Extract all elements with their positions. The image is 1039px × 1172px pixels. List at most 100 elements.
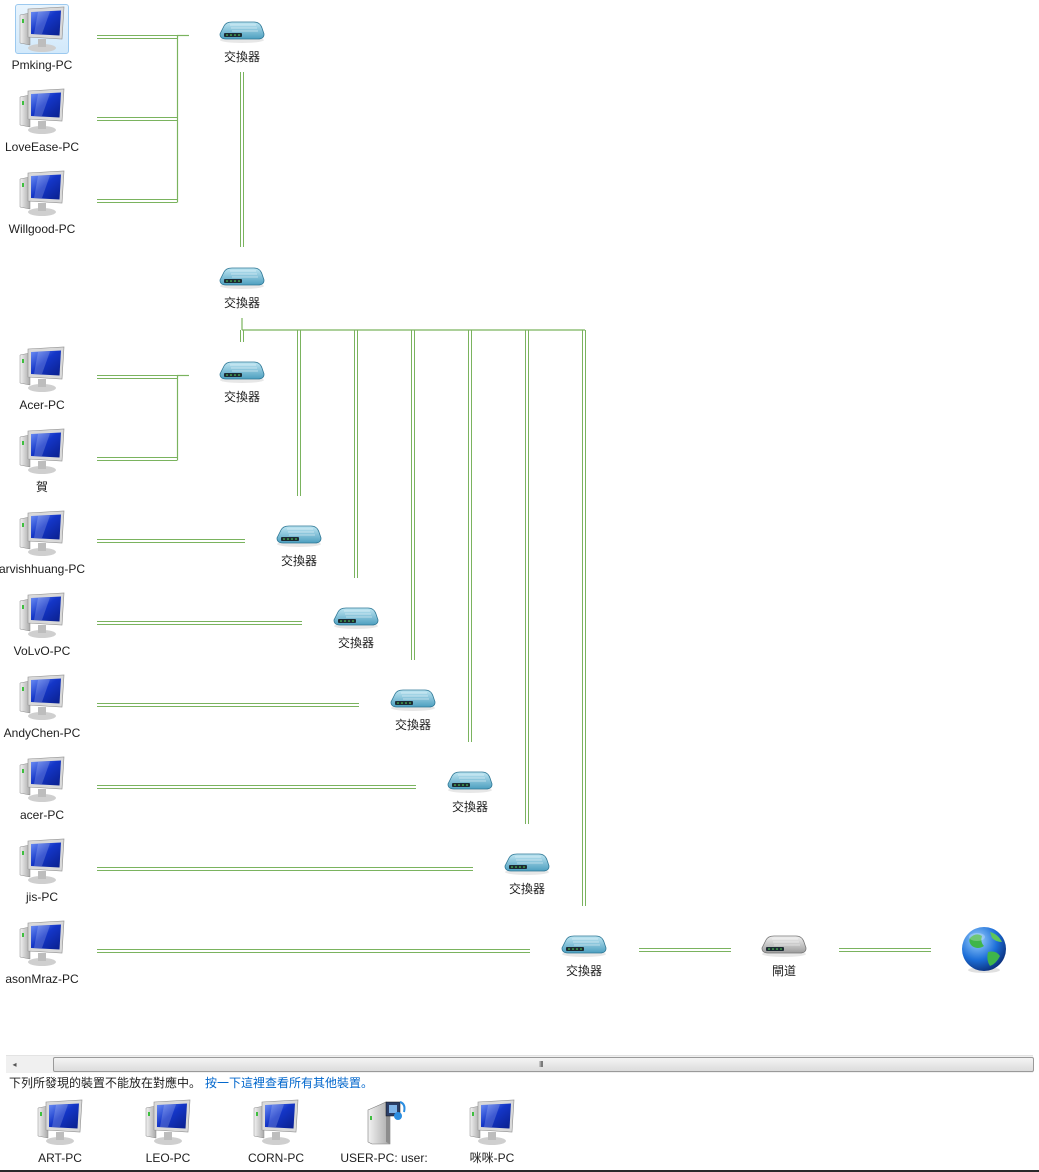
- pc-link: [97, 867, 473, 871]
- computer-node[interactable]: VoLvO-PC: [0, 590, 90, 658]
- switch-label: 交換器: [394, 718, 431, 732]
- device-label: USER-PC: user:: [340, 1151, 428, 1165]
- computer-label: jis-PC: [26, 890, 58, 904]
- pc-link: [97, 949, 530, 953]
- switch-label: 交換器: [565, 964, 602, 978]
- computer-label: AndyChen-PC: [3, 726, 81, 740]
- switch-link: [240, 330, 244, 342]
- computer-node[interactable]: arvishhuang-PC: [0, 508, 90, 576]
- switch-label: 交換器: [223, 390, 260, 404]
- computer-icon: [15, 86, 69, 136]
- switch-label: 交換器: [280, 554, 317, 568]
- switch-downlink: [582, 330, 586, 906]
- computer-icon: [15, 168, 69, 218]
- pc-link: [97, 199, 177, 203]
- computer-node[interactable]: 賀: [0, 426, 90, 494]
- computer-icon: [15, 672, 69, 722]
- switch-node[interactable]: 交換器: [316, 606, 396, 650]
- unmapped-device[interactable]: USER-PC: user:: [334, 1098, 434, 1165]
- switch-label: 交換器: [337, 636, 374, 650]
- computer-label: Pmking-PC: [11, 58, 73, 72]
- computer-label: Acer-PC: [19, 398, 65, 412]
- scrollbar-grip: III: [539, 1060, 544, 1069]
- computer-icon: [15, 4, 69, 54]
- computer-icon: [15, 344, 69, 394]
- internet-link: [839, 948, 931, 952]
- switch-icon: [487, 852, 567, 876]
- switch-downlink: [297, 330, 301, 496]
- pc-link: [97, 539, 245, 543]
- computer-icon: [142, 1098, 194, 1146]
- view-other-devices-link[interactable]: 按一下這裡查看所有其他裝置。: [205, 1076, 374, 1090]
- switch-label: 交換器: [223, 296, 260, 310]
- unmapped-device[interactable]: ART-PC: [10, 1098, 110, 1165]
- switch-icon: [202, 266, 282, 290]
- computer-icon: [466, 1098, 518, 1146]
- switch-label: 交換器: [508, 882, 545, 896]
- switch-uplink: [240, 72, 244, 247]
- computer-label: 賀: [35, 480, 48, 494]
- internet-globe-icon[interactable]: [960, 926, 1008, 977]
- switch-icon: [202, 20, 282, 44]
- switch-icon: [430, 770, 510, 794]
- computer-icon: [34, 1098, 86, 1146]
- computer-label: acer-PC: [19, 808, 64, 822]
- device-label: ART-PC: [38, 1151, 82, 1165]
- computer-icon: [15, 754, 69, 804]
- gateway-node[interactable]: 閘道: [744, 934, 824, 978]
- switch-node[interactable]: 交換器: [430, 770, 510, 814]
- computer-node[interactable]: asonMraz-PC: [0, 918, 90, 986]
- computer-label: arvishhuang-PC: [0, 562, 86, 576]
- switch-node[interactable]: 交換器: [544, 934, 624, 978]
- computer-label: asonMraz-PC: [5, 972, 79, 986]
- computer-icon: [15, 508, 69, 558]
- device-label: CORN-PC: [248, 1151, 304, 1165]
- gateway-label: 閘道: [771, 964, 796, 978]
- switch-node[interactable]: 交換器: [259, 524, 339, 568]
- computer-icon: [15, 590, 69, 640]
- switch-node[interactable]: 交換器: [487, 852, 567, 896]
- unmapped-devices-notice: 下列所發現的裝置不能放在對應中。按一下這裡查看所有其他裝置。: [9, 1076, 373, 1090]
- unmapped-device[interactable]: CORN-PC: [226, 1098, 326, 1165]
- network-map: Pmking-PC LoveEase-PC Willgood-PC Acer-P…: [0, 4, 1008, 986]
- computer-node[interactable]: AndyChen-PC: [0, 672, 90, 740]
- switch-icon: [202, 360, 282, 384]
- media-device-icon: [358, 1098, 410, 1146]
- computer-node[interactable]: jis-PC: [0, 836, 90, 904]
- pc-link: [97, 457, 177, 461]
- pc-link: [97, 703, 359, 707]
- pc-link: [97, 375, 177, 379]
- switch-node[interactable]: 交換器: [202, 20, 282, 64]
- unmapped-devices-list: ART-PC LEO-PC CORN-PC USER-PC: user: 咪咪-…: [0, 1098, 1039, 1168]
- computer-node[interactable]: Acer-PC: [0, 344, 90, 412]
- computer-node[interactable]: Willgood-PC: [0, 168, 90, 236]
- computer-icon: [15, 836, 69, 886]
- horizontal-scrollbar[interactable]: ◂ III: [6, 1055, 1034, 1073]
- switch-downlink: [525, 330, 529, 824]
- switch-node[interactable]: 交換器: [202, 360, 282, 404]
- switch-downlink: [354, 330, 358, 578]
- computer-node[interactable]: LoveEase-PC: [0, 86, 90, 154]
- unmapped-device[interactable]: LEO-PC: [118, 1098, 218, 1165]
- pc-link: [97, 117, 177, 121]
- bottom-border: [0, 1170, 1039, 1172]
- switch-label: 交換器: [223, 50, 260, 64]
- switch-node[interactable]: 交換器: [202, 266, 282, 310]
- switch-downlink: [411, 330, 415, 660]
- scrollbar-thumb[interactable]: III: [53, 1057, 1034, 1072]
- computer-label: LoveEase-PC: [4, 140, 80, 154]
- computer-node[interactable]: Pmking-PC: [0, 4, 90, 72]
- switch-icon: [544, 934, 624, 958]
- computer-node[interactable]: acer-PC: [0, 754, 90, 822]
- computer-icon: [15, 426, 69, 476]
- computer-label: VoLvO-PC: [13, 644, 71, 658]
- switch-label: 交換器: [451, 800, 488, 814]
- unmapped-device[interactable]: 咪咪-PC: [442, 1098, 542, 1165]
- pc-link: [97, 35, 177, 39]
- scroll-left-button[interactable]: ◂: [12, 1060, 17, 1069]
- switch-node[interactable]: 交換器: [373, 688, 453, 732]
- computer-icon: [15, 918, 69, 968]
- computer-label: Willgood-PC: [8, 222, 76, 236]
- network-links: [97, 34, 931, 953]
- pc-link: [97, 621, 302, 625]
